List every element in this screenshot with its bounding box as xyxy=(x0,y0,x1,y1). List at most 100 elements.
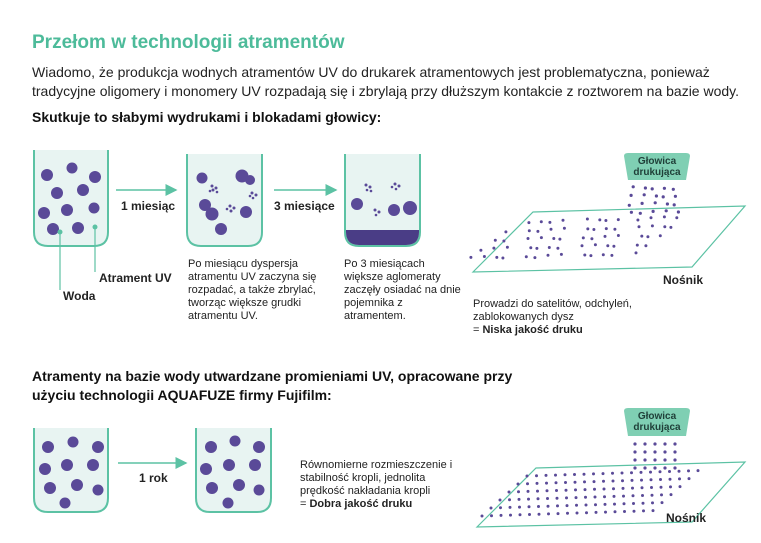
page-title: Przełom w technologii atramentów xyxy=(32,32,345,53)
good-result: Równomierne rozmieszczenie i stabilność … xyxy=(300,459,465,511)
droplet xyxy=(678,477,681,481)
droplet xyxy=(583,253,587,257)
droplet xyxy=(492,246,496,250)
droplet xyxy=(606,244,610,248)
droplet xyxy=(602,487,606,491)
good-result-prefix: = xyxy=(300,498,310,510)
droplet xyxy=(687,469,690,473)
droplet xyxy=(537,512,541,516)
droplets-bottom xyxy=(480,442,700,518)
droplet xyxy=(643,466,647,470)
droplet xyxy=(630,471,633,475)
beaker-1-month xyxy=(186,154,263,247)
droplet xyxy=(603,495,606,499)
droplet xyxy=(562,226,566,230)
droplet xyxy=(526,482,529,486)
droplet xyxy=(554,481,558,485)
droplet xyxy=(651,501,654,505)
droplet xyxy=(653,450,657,454)
droplet xyxy=(535,246,539,250)
droplet xyxy=(509,513,512,517)
droplet xyxy=(660,501,664,505)
droplet xyxy=(663,225,667,229)
droplet xyxy=(659,478,662,481)
droplet xyxy=(592,472,595,476)
droplet xyxy=(536,497,540,501)
droplet xyxy=(640,486,644,490)
droplet xyxy=(564,488,568,492)
droplet xyxy=(633,466,637,470)
droplet xyxy=(590,237,594,241)
droplet xyxy=(547,512,550,516)
droplet xyxy=(545,489,549,493)
droplet xyxy=(555,496,559,500)
label-water: Woda xyxy=(63,289,96,303)
medium-surface-bottom xyxy=(475,461,747,528)
droplet xyxy=(526,237,530,240)
ink-clusters xyxy=(208,184,258,213)
arrow-1-year-label: 1 rok xyxy=(139,471,168,485)
droplet xyxy=(495,255,499,259)
droplet xyxy=(640,234,644,238)
droplet xyxy=(469,255,473,259)
droplet xyxy=(671,187,675,191)
label-uv-ink: Atrament UV xyxy=(99,271,172,285)
droplet xyxy=(527,497,530,501)
droplet xyxy=(616,218,620,222)
droplet xyxy=(547,246,551,249)
droplet xyxy=(672,203,676,207)
droplet xyxy=(564,481,567,484)
good-result-text: Równomierne rozmieszczenie i stabilność … xyxy=(300,459,453,497)
droplet xyxy=(629,210,634,214)
droplet xyxy=(489,506,493,510)
droplet xyxy=(545,481,548,485)
droplet xyxy=(653,466,657,470)
droplet xyxy=(621,486,625,490)
droplet xyxy=(611,471,614,475)
droplet xyxy=(546,497,549,500)
droplet xyxy=(585,217,589,221)
droplet xyxy=(604,227,608,231)
good-section-heading: Atramenty na bazie wody utwardzane promi… xyxy=(32,368,513,403)
droplet xyxy=(664,209,668,213)
droplet xyxy=(673,466,677,470)
droplet xyxy=(584,495,587,499)
beaker-fresh xyxy=(33,428,109,513)
droplet xyxy=(640,201,644,205)
droplet xyxy=(616,234,620,237)
droplet xyxy=(498,498,502,502)
droplet xyxy=(643,186,648,190)
droplet xyxy=(649,470,652,474)
droplet xyxy=(630,478,634,482)
droplet xyxy=(574,496,578,500)
droplet xyxy=(517,490,520,494)
droplet xyxy=(556,504,559,508)
droplet xyxy=(658,234,662,238)
droplet xyxy=(482,255,486,258)
droplet xyxy=(646,235,650,239)
droplet xyxy=(613,510,617,514)
droplet xyxy=(651,509,655,513)
droplet xyxy=(583,480,586,484)
droplet xyxy=(650,486,653,489)
droplet xyxy=(598,218,602,222)
droplet xyxy=(620,471,624,475)
droplet xyxy=(593,243,597,247)
droplet xyxy=(612,487,615,491)
droplet xyxy=(507,490,511,494)
droplet xyxy=(653,442,657,446)
droplet xyxy=(669,493,673,497)
droplet xyxy=(631,185,635,189)
droplet xyxy=(535,474,538,478)
droplet xyxy=(601,253,605,257)
medium-top-label: Nośnik xyxy=(663,273,704,287)
droplet xyxy=(575,511,579,515)
droplet xyxy=(549,227,553,231)
droplet xyxy=(633,442,637,446)
printhead-bottom-label: Głowica drukująca xyxy=(633,411,681,433)
intro-paragraph: Wiadomo, że produkcja wodnych atramentów… xyxy=(32,64,740,99)
droplet xyxy=(642,193,646,197)
droplet xyxy=(653,458,657,462)
droplet xyxy=(665,202,670,206)
